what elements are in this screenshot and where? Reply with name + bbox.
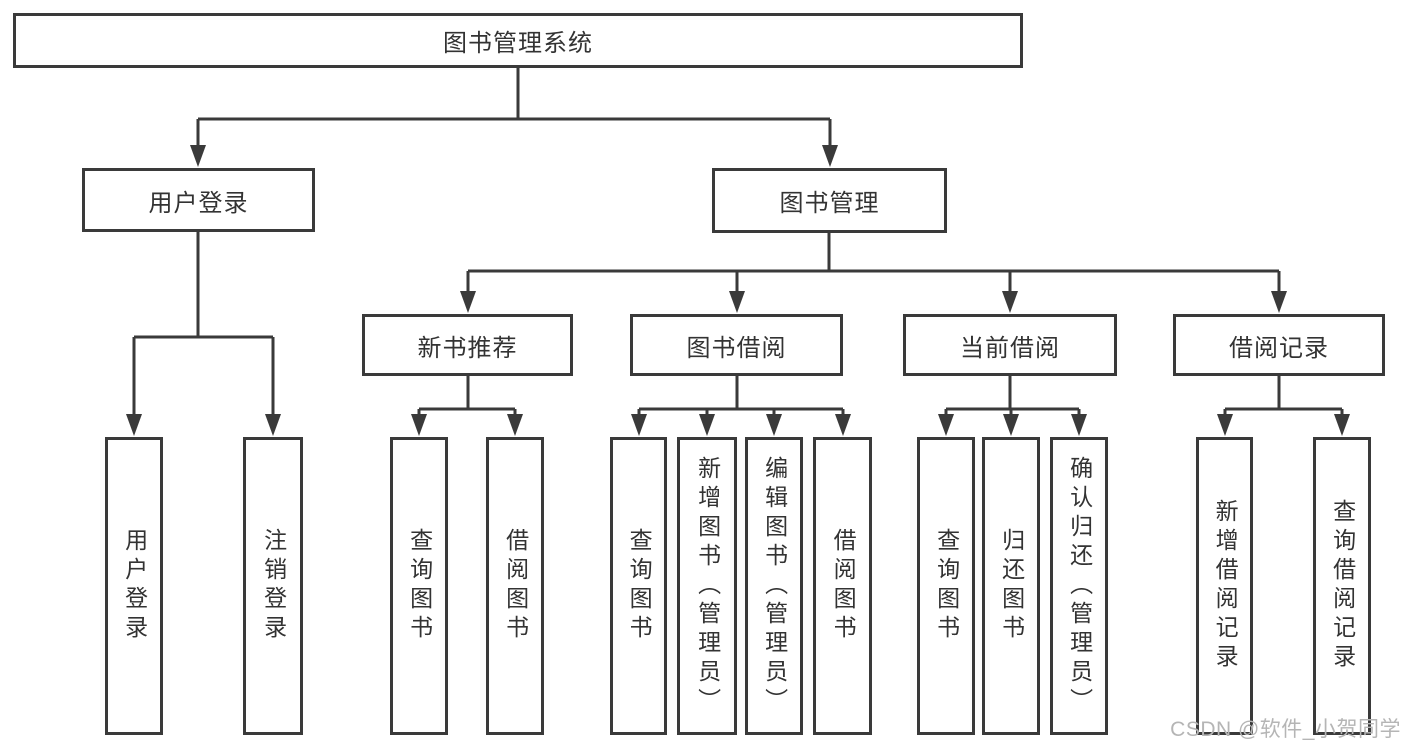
arrowhead <box>1271 291 1287 313</box>
arrowhead <box>822 145 838 167</box>
arrowhead <box>460 291 476 313</box>
leaf-nbr-query-books: 查询图书 <box>390 437 448 735</box>
leaf-cb-query-books: 查询图书 <box>917 437 975 735</box>
node-borrowing-records: 借阅记录 <box>1173 314 1385 376</box>
arrowhead <box>1002 291 1018 313</box>
arrowhead <box>126 414 142 436</box>
node-new-book-recommendation: 新书推荐 <box>362 314 573 376</box>
node-current-borrowing: 当前借阅 <box>903 314 1117 376</box>
arrowhead <box>766 414 782 436</box>
node-book-borrowing: 图书借阅 <box>630 314 843 376</box>
arrowhead <box>699 414 715 436</box>
leaf-nbr-borrow-books-label: 借阅图书 <box>502 528 529 644</box>
arrowhead <box>190 145 206 167</box>
leaf-br-query-record: 查询借阅记录 <box>1313 437 1371 735</box>
arrowhead <box>729 291 745 313</box>
arrowhead <box>1003 414 1019 436</box>
arrowhead <box>938 414 954 436</box>
leaf-cb-return-books: 归还图书 <box>982 437 1040 735</box>
leaf-cb-confirm-return-admin-label: 确认归还（管理员） <box>1066 455 1093 717</box>
leaf-bb-edit-books-admin-label: 编辑图书（管理员） <box>761 455 788 717</box>
arrowhead <box>411 414 427 436</box>
leaf-nbr-query-books-label: 查询图书 <box>406 528 433 644</box>
arrowheads <box>126 145 1350 436</box>
leaf-logout: 注销登录 <box>243 437 303 735</box>
leaf-user-login: 用户登录 <box>105 437 163 735</box>
leaf-bb-add-books-admin-label: 新增图书（管理员） <box>694 455 721 717</box>
node-root: 图书管理系统 <box>13 13 1023 68</box>
leaf-br-add-record: 新增借阅记录 <box>1196 437 1253 735</box>
leaf-cb-return-books-label: 归还图书 <box>998 528 1025 644</box>
leaf-cb-query-books-label: 查询图书 <box>933 528 960 644</box>
leaf-br-add-record-label: 新增借阅记录 <box>1212 499 1239 673</box>
arrowhead <box>265 414 281 436</box>
node-user-login: 用户登录 <box>82 168 315 232</box>
arrowhead <box>507 414 523 436</box>
connector-path <box>132 68 1344 417</box>
leaf-bb-borrow-books: 借阅图书 <box>813 437 872 735</box>
leaf-user-login-label: 用户登录 <box>121 528 148 644</box>
arrowhead <box>835 414 851 436</box>
arrowhead <box>1334 414 1350 436</box>
leaf-bb-borrow-books-label: 借阅图书 <box>830 528 857 644</box>
watermark: CSDN @软件_小贺同学 <box>1170 718 1401 741</box>
leaf-logout-label: 注销登录 <box>260 528 287 644</box>
arrowhead <box>1071 414 1087 436</box>
arrowhead <box>1217 414 1233 436</box>
leaf-cb-confirm-return-admin: 确认归还（管理员） <box>1050 437 1108 735</box>
leaf-bb-query-books-label: 查询图书 <box>626 528 653 644</box>
arrowhead <box>631 414 647 436</box>
leaf-br-query-record-label: 查询借阅记录 <box>1329 499 1356 673</box>
node-book-management: 图书管理 <box>712 168 947 233</box>
leaf-bb-edit-books-admin: 编辑图书（管理员） <box>745 437 803 735</box>
leaf-bb-query-books: 查询图书 <box>610 437 667 735</box>
leaf-bb-add-books-admin: 新增图书（管理员） <box>677 437 737 735</box>
leaf-nbr-borrow-books: 借阅图书 <box>486 437 544 735</box>
